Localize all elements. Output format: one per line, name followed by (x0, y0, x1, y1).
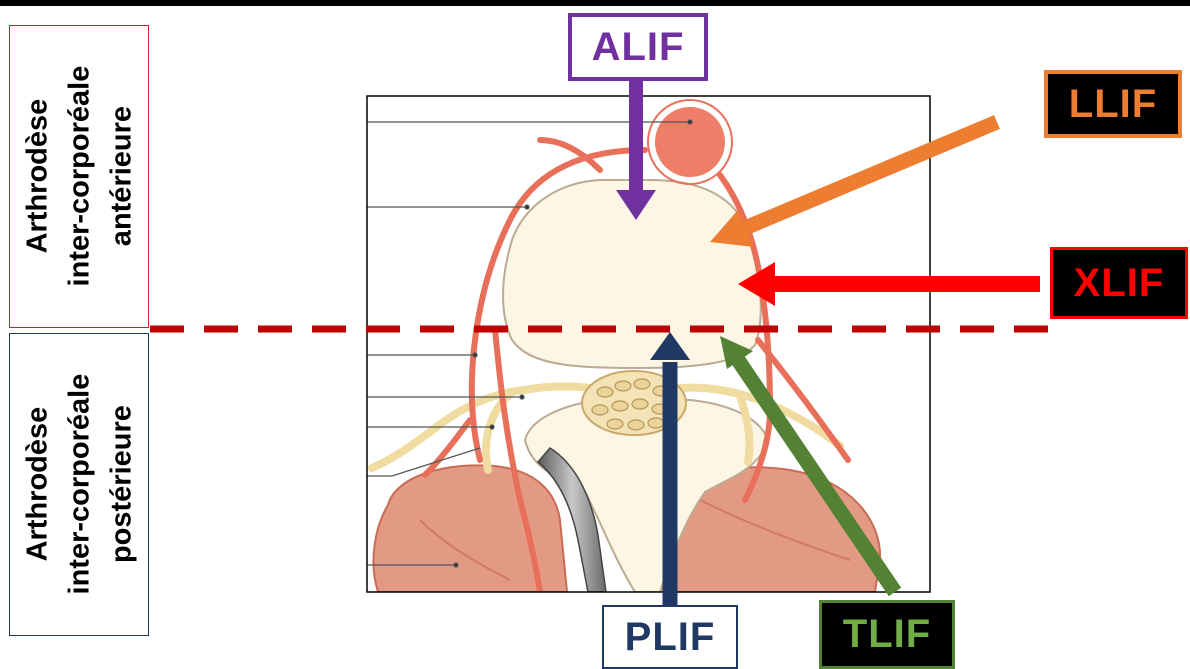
xlif-label-box: XLIF (1050, 247, 1188, 319)
llif-label: LLIF (1069, 82, 1157, 127)
aorta (648, 100, 732, 184)
llif-label-box: LLIF (1044, 70, 1182, 138)
xlif-label: XLIF (1074, 261, 1165, 306)
tlif-label: TLIF (843, 612, 931, 657)
alif-label: ALIF (592, 25, 685, 70)
tlif-label-box: TLIF (819, 600, 955, 669)
plif-label: PLIF (625, 615, 716, 660)
plif-label-box: PLIF (602, 605, 738, 669)
alif-label-box: ALIF (568, 13, 708, 81)
